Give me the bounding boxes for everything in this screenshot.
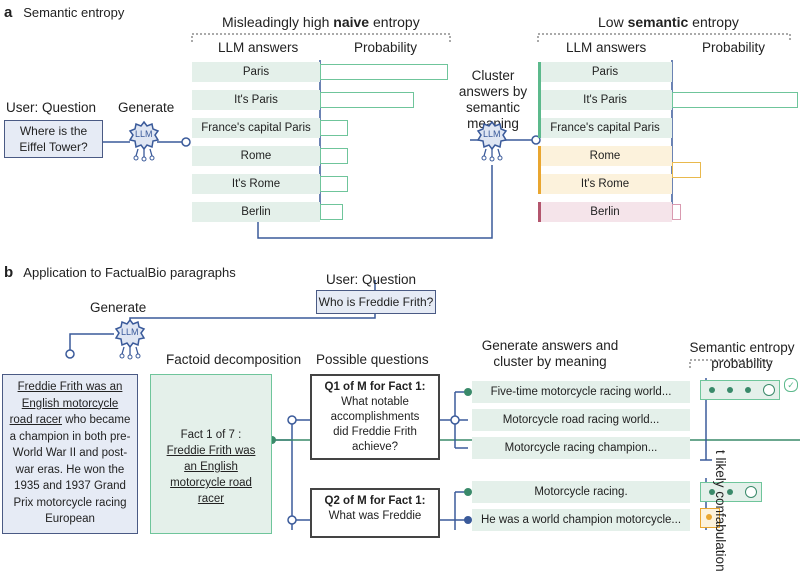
generate-label: Generate [118, 100, 175, 115]
semantic-probability-bars [672, 62, 800, 222]
semantic-answer-4: It's Rome [538, 174, 672, 194]
q2-dot-1 [709, 489, 715, 495]
cluster-label: Cluster answers by semantic meaning [458, 68, 528, 131]
q2-text: What was Freddie [328, 510, 422, 522]
semantic-col-probability: Probability [702, 40, 766, 55]
naive-entropy-header: Misleadingly high naive entropy [222, 14, 420, 30]
q1-title: Q1 of M for Fact 1: [324, 381, 426, 393]
fact-text: Freddie Frith was an English motorcycle … [166, 445, 256, 505]
entropy-header: Semantic entropy probability [689, 340, 795, 371]
q2-answer-0: Motorcycle racing. [472, 481, 690, 503]
semantic-prob-bar-0 [672, 92, 798, 108]
q2-box: Q2 of M for Fact 1: What was Freddie [310, 488, 440, 538]
b-question-box: Who is Freddie Frith? [316, 290, 436, 314]
semantic-answer-0: Paris [538, 62, 672, 82]
naive-prob-bar-3 [320, 148, 348, 164]
naive-answer-3: Rome [192, 146, 320, 166]
b-generate-label: Generate [90, 300, 147, 315]
llm-cluster-chip-icon: LLM [476, 120, 508, 162]
semantic-answers-list: Paris It's Paris France's capital Paris … [538, 62, 672, 222]
semantic-answer-3: Rome [538, 146, 672, 166]
q1-dot-2 [727, 387, 733, 393]
section-a-letter: a [4, 4, 13, 21]
section-a-title: Semantic entropy [23, 5, 125, 20]
semantic-answer-2: France's capital Paris [538, 118, 672, 138]
semantic-answer-5: Berlin [538, 202, 672, 222]
q2-entropy-bar [700, 482, 762, 502]
q1-dot-target [763, 384, 775, 396]
q2-title: Q2 of M for Fact 1: [324, 495, 426, 507]
q1-answer-0: Five-time motorcycle racing world... [472, 381, 690, 403]
bio-rest: who became a champion in both pre-World … [9, 414, 131, 525]
cluster-stripe-paris [538, 62, 541, 138]
naive-prob-bar-0 [320, 64, 448, 80]
cluster-stripe-rome [538, 146, 541, 194]
naive-answer-1: It's Paris [192, 90, 320, 110]
q2-dot-2 [727, 489, 733, 495]
naive-answer-0: Paris [192, 62, 320, 82]
factoid-header: Factoid decomposition [166, 352, 302, 367]
llm-chip-icon: LLM [128, 120, 160, 162]
naive-answers-list: Paris It's Paris France's capital Paris … [192, 62, 320, 222]
naive-prob-bar-1 [320, 92, 414, 108]
semantic-answer-1: It's Paris [538, 90, 672, 110]
cluster-stripe-berlin [538, 202, 541, 222]
naive-answer-5: Berlin [192, 202, 320, 222]
naive-prob-bar-2 [320, 120, 348, 136]
semantic-header-pre: Low [598, 14, 628, 30]
llm-chip-label: LLM [135, 129, 153, 139]
semantic-header-bold: semantic [627, 14, 689, 30]
naive-prob-bar-5 [320, 204, 343, 220]
question-box: Where is the Eiffel Tower? [4, 120, 103, 158]
check-icon: ✓ [784, 378, 798, 392]
semantic-header-post: entropy [688, 14, 739, 30]
q2-entropy-bar-orange [700, 508, 720, 528]
section-b-heading: b Application to FactualBio paragraphs [4, 264, 236, 281]
semantic-prob-bar-2 [672, 204, 681, 220]
b-llm-chip-icon: LLM [114, 318, 146, 360]
bio-underlined: Freddie Frith was an English motorcycle … [9, 381, 123, 426]
naive-col-probability: Probability [354, 40, 418, 55]
q2-answer-1: He was a world champion motorcycle... [472, 509, 690, 531]
q1-answer-2: Motorcycle racing champion... [472, 437, 690, 459]
bio-paragraph-box: Freddie Frith was an English motorcycle … [2, 374, 138, 534]
naive-col-answers: LLM answers [218, 40, 299, 55]
naive-prob-bar-4 [320, 176, 348, 192]
naive-answer-4: It's Rome [192, 174, 320, 194]
b-llm-chip-label: LLM [121, 327, 139, 337]
generate-cluster-header: Generate answers and cluster by meaning [481, 338, 619, 369]
confabulation-side-label: t likely confabulation [713, 450, 728, 572]
q1-dot-3 [745, 387, 751, 393]
q1-entropy-bar [700, 380, 780, 400]
q1-answer-1: Motorcycle road racing world... [472, 409, 690, 431]
b-user-question-label: User: Question [326, 272, 417, 287]
fact-box: Fact 1 of 7 : Freddie Frith was an Engli… [150, 374, 272, 534]
naive-header-bold: naive [333, 14, 370, 30]
semantic-col-answers: LLM answers [566, 40, 647, 55]
q1-text: What notable accomplishments did Freddie… [330, 396, 420, 453]
llm-cluster-chip-label: LLM [483, 129, 501, 139]
semantic-entropy-header: Low semantic entropy [598, 14, 739, 30]
q2-dot-target [745, 486, 757, 498]
section-a-heading: a Semantic entropy [4, 4, 124, 21]
q1-dot-1 [709, 387, 715, 393]
semantic-prob-bar-1 [672, 162, 701, 178]
section-b-letter: b [4, 264, 14, 281]
q1-box: Q1 of M for Fact 1: What notable accompl… [310, 374, 440, 460]
naive-probability-bars [320, 62, 450, 222]
naive-header-pre: Misleadingly high [222, 14, 334, 30]
user-question-label: User: Question [6, 100, 97, 115]
naive-header-post: entropy [369, 14, 420, 30]
naive-answer-2: France's capital Paris [192, 118, 320, 138]
q2-dot-orange [706, 514, 712, 520]
questions-header: Possible questions [316, 352, 429, 367]
section-b-title: Application to FactualBio paragraphs [23, 265, 236, 280]
fact-prefix: Fact 1 of 7 : [180, 429, 242, 441]
